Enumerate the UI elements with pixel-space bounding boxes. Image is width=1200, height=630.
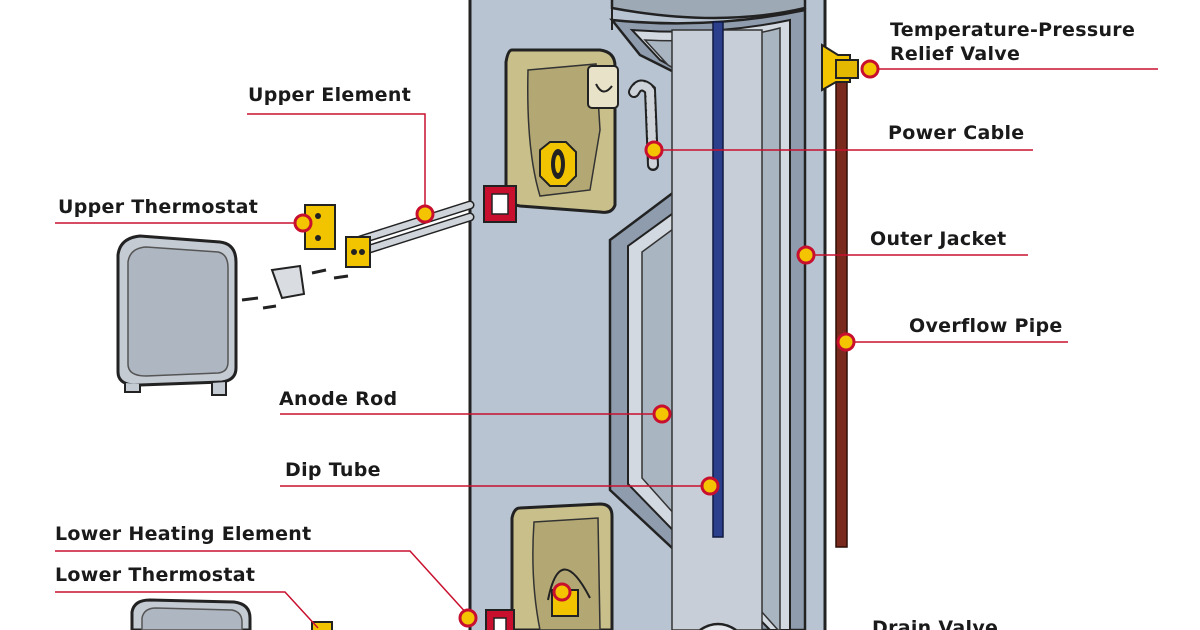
label-dip-tube: Dip Tube	[285, 459, 381, 481]
label-temperature-pressure-relief-valve-line2: Relief Valve	[890, 43, 1021, 65]
marker-upper-thermostat	[293, 213, 313, 233]
label-lower-heating-element: Lower Heating Element	[55, 523, 312, 545]
marker-upper-element	[415, 204, 435, 224]
marker-lower-heating-element	[458, 608, 478, 628]
marker-lower-panel	[552, 582, 572, 602]
lower-cover-shape	[130, 598, 333, 630]
tank-cutaway	[608, 8, 807, 630]
marker-dip-tube	[700, 476, 720, 496]
marker-relief-valve	[860, 59, 880, 79]
upper-access-panel	[504, 48, 619, 214]
leader-lines	[55, 68, 1158, 629]
label-outer-jacket: Outer Jacket	[870, 228, 1007, 250]
relief-valve-shape	[821, 43, 859, 92]
drain-valve-shape	[699, 622, 737, 630]
label-overflow-pipe: Overflow Pipe	[909, 315, 1063, 337]
marker-power-cable	[644, 140, 664, 160]
upper-element-shape	[345, 200, 475, 268]
anode-rod-shape	[712, 21, 724, 538]
marker-anode-rod	[652, 404, 672, 424]
label-upper-element: Upper Element	[248, 84, 412, 106]
leader-lower-heating-element	[55, 550, 469, 616]
label-temperature-pressure-relief-valve-line1: Temperature-Pressure	[890, 19, 1136, 41]
marker-overflow-pipe	[836, 332, 856, 352]
label-lower-thermostat: Lower Thermostat	[55, 564, 256, 586]
label-drain-valve: Drain Valve	[872, 617, 999, 630]
label-upper-thermostat: Upper Thermostat	[58, 196, 259, 218]
lower-gasket-shape	[485, 609, 515, 630]
upper-gasket-shape	[483, 185, 517, 223]
power-cable-shape	[628, 79, 659, 171]
label-power-cable: Power Cable	[888, 122, 1025, 144]
lower-access-panel	[510, 502, 614, 630]
leader-upper-element	[247, 113, 426, 214]
upper-cover-shape	[116, 234, 238, 396]
markers	[293, 59, 880, 628]
label-anode-rod: Anode Rod	[279, 388, 398, 410]
marker-outer-jacket	[796, 245, 816, 265]
overflow-pipe-shape	[835, 71, 848, 548]
leader-lower-thermostat	[55, 591, 319, 629]
